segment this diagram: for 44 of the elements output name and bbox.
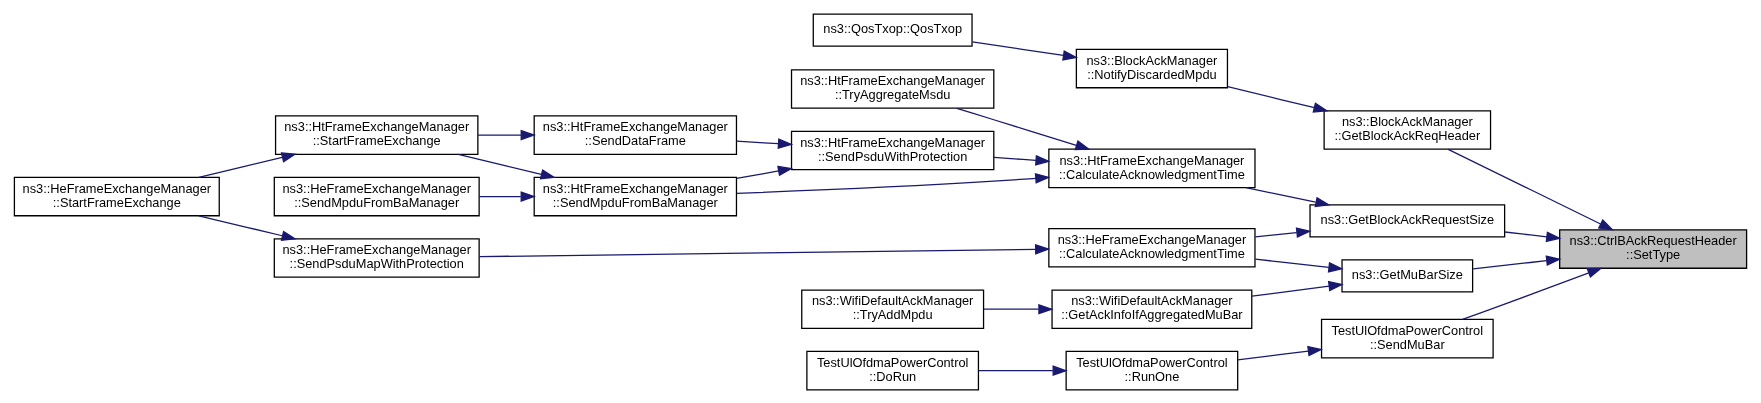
arrow <box>1227 85 1329 113</box>
node-box: ns3::GetBlockAckRequestSize <box>1309 203 1506 238</box>
arrow <box>983 303 1054 315</box>
node-box: ns3::WifiDefaultAckManager ::GetAckInfoIfAggregatedMuBar <box>1051 288 1253 329</box>
arrow <box>1251 280 1344 297</box>
node-box: ns3::HtFrameExchangeManager ::CalculateAcknowledgmentTime <box>1048 148 1256 188</box>
arrow <box>1461 267 1603 320</box>
arrow <box>1504 230 1562 242</box>
arrow <box>971 40 1079 61</box>
arrow <box>735 165 794 179</box>
node-box: ns3::QosTxop::QosTxop <box>812 12 973 47</box>
node-box: TestUlOfdmaPowerControl ::DoRun <box>806 350 980 390</box>
node-box: ns3::HeFrameExchangeManager ::StartFrameExchange <box>13 176 220 216</box>
node-box: ns3::HeFrameExchangeManager ::SendMpduFromBaManager <box>273 176 480 216</box>
node-box: ns3::HeFrameExchangeManager ::SendPsduMapWithProtection <box>273 237 480 278</box>
node-box: ns3::HtFrameExchangeManager ::SendDataFrame <box>533 114 738 155</box>
arrow <box>198 151 297 178</box>
arrow <box>477 129 536 140</box>
arrow <box>198 214 297 241</box>
arrow <box>1254 258 1344 273</box>
arrow <box>1237 345 1324 361</box>
node-box: TestUlOfdmaPowerControl ::RunOne <box>1065 350 1239 390</box>
node-box: TestUlOfdmaPowerControl ::SendMuBar <box>1320 318 1494 358</box>
arrow <box>735 137 794 149</box>
arrow <box>1472 254 1562 269</box>
node-box: ns3::HeFrameExchangeManager ::CalculateAcknowledgmentTime <box>1048 227 1256 268</box>
arrow <box>478 243 1051 257</box>
arrow <box>978 364 1068 376</box>
arrow <box>993 154 1051 166</box>
arrow <box>457 153 556 179</box>
arrow <box>1254 226 1312 238</box>
node-box: ns3::WifiDefaultAckManager ::TryAddMpdu <box>801 288 985 329</box>
node-box: ns3::HtFrameExchangeManager ::StartFrameExchange <box>274 114 479 155</box>
node-box: ns3::CtrlBAckRequestHeader ::SetType <box>1559 228 1748 269</box>
arrow <box>478 190 536 202</box>
node-box: ns3::HtFrameExchangeManager ::TryAggregateMsdu <box>790 68 995 109</box>
arrow <box>1245 186 1331 207</box>
node-box: ns3::HtFrameExchangeManager ::SendPsduWithProtection <box>790 130 995 170</box>
node-box: ns3::GetMuBarSize <box>1341 258 1474 293</box>
arrow <box>1447 148 1614 231</box>
node-box: ns3::BlockAckManager ::NotifyDiscardedMpdu <box>1075 48 1229 88</box>
node-box: ns3::BlockAckManager ::GetBlockAckReqHeader <box>1323 109 1492 150</box>
node-box: ns3::HtFrameExchangeManager ::SendMpduFromBaManager <box>533 176 738 216</box>
arrow <box>736 172 1051 194</box>
